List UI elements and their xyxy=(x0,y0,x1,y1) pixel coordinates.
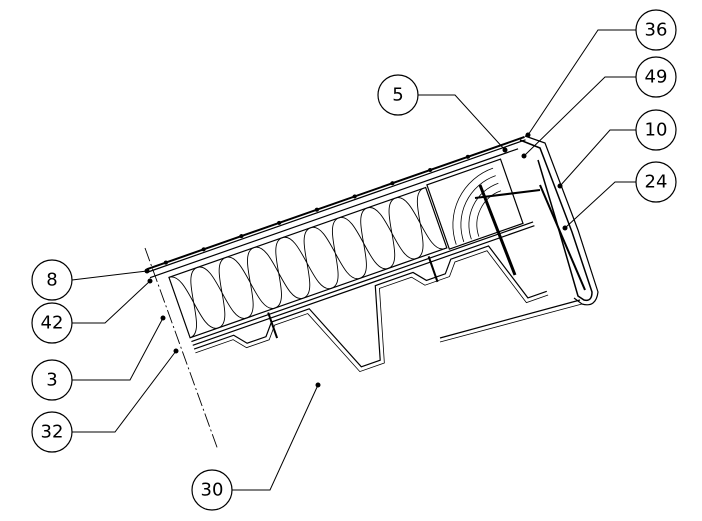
insulation xyxy=(168,186,448,339)
break-line xyxy=(144,247,219,451)
svg-text:5: 5 xyxy=(392,85,403,106)
svg-text:32: 32 xyxy=(41,422,64,443)
svg-text:10: 10 xyxy=(645,120,668,141)
callout-32: 32 xyxy=(31,411,73,453)
leader-lines xyxy=(71,29,636,491)
metal-deck xyxy=(193,245,547,368)
callout-36: 36 xyxy=(635,9,677,51)
callout-24: 24 xyxy=(635,161,677,203)
svg-text:8: 8 xyxy=(46,270,57,291)
fastener-dots xyxy=(163,154,470,265)
callout-10: 10 xyxy=(635,109,677,151)
svg-text:3: 3 xyxy=(46,370,57,391)
svg-text:49: 49 xyxy=(645,67,668,88)
callout-30: 30 xyxy=(191,469,233,511)
callout-3: 3 xyxy=(31,359,73,401)
edge-blocking xyxy=(426,158,524,250)
svg-text:30: 30 xyxy=(201,480,224,501)
roof-assembly xyxy=(146,136,549,373)
svg-text:36: 36 xyxy=(645,20,668,41)
svg-text:24: 24 xyxy=(645,172,668,193)
callout-8: 8 xyxy=(31,259,73,301)
callout-5: 5 xyxy=(377,74,419,116)
insulation-hatch xyxy=(168,187,446,339)
callout-42: 42 xyxy=(31,302,73,344)
fascia-flashing xyxy=(519,139,593,302)
screw xyxy=(478,184,517,276)
svg-text:42: 42 xyxy=(41,313,64,334)
callout-49: 49 xyxy=(635,56,677,98)
